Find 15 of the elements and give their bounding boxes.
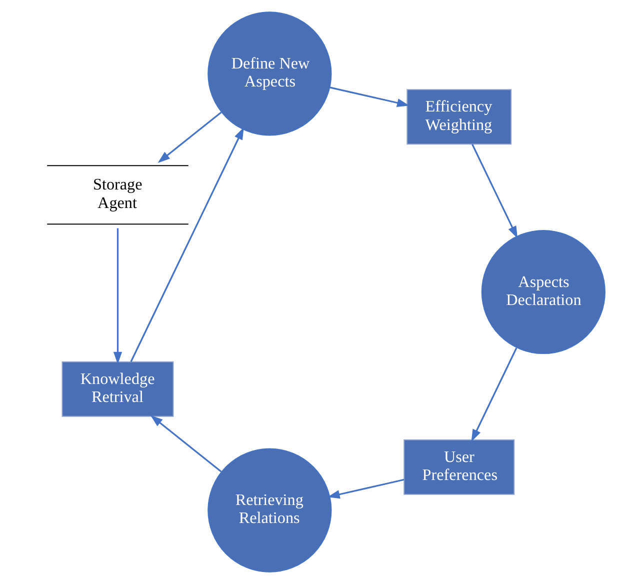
node-circle: Define New Aspects [208,12,332,136]
node-text: Storage Agent [93,176,142,212]
arrow [158,112,222,163]
arrow [471,348,518,442]
node-box: User Preferences [404,439,515,495]
node-circle: Retrieving Relations [208,448,332,572]
arrow [330,86,410,108]
arrow [113,228,122,364]
arrow [130,127,244,362]
arrow [150,415,222,472]
arrow [472,144,518,238]
node-box: Efficiency Weighting [406,89,512,145]
node-circle: Aspects Declaration [481,230,606,354]
node-box: Knowledge Retrival [62,361,174,417]
arrow [327,478,404,499]
